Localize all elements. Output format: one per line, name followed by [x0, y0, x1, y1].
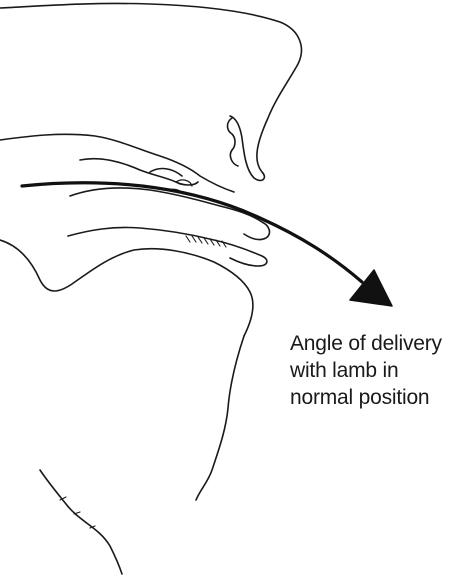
ewe-leg-outline: [40, 470, 122, 574]
caption-line-2: with lamb in: [290, 357, 462, 384]
delivery-arrow-icon: [22, 183, 362, 282]
caption-line-1: Angle of delivery: [290, 330, 462, 357]
leg-detail-marks: [60, 497, 95, 528]
lamb-throat-outline: [0, 240, 253, 336]
delivery-caption: Angle of delivery with lamb in normal po…: [290, 330, 462, 411]
ewe-fold-line: [228, 118, 239, 166]
caption-line-3: normal position: [290, 384, 462, 411]
ewe-back-outline: [0, 3, 301, 180]
lamb-jaw-outline: [68, 227, 267, 266]
ewe-lower-outline: [196, 336, 244, 500]
inner-fold-upper: [80, 159, 198, 185]
